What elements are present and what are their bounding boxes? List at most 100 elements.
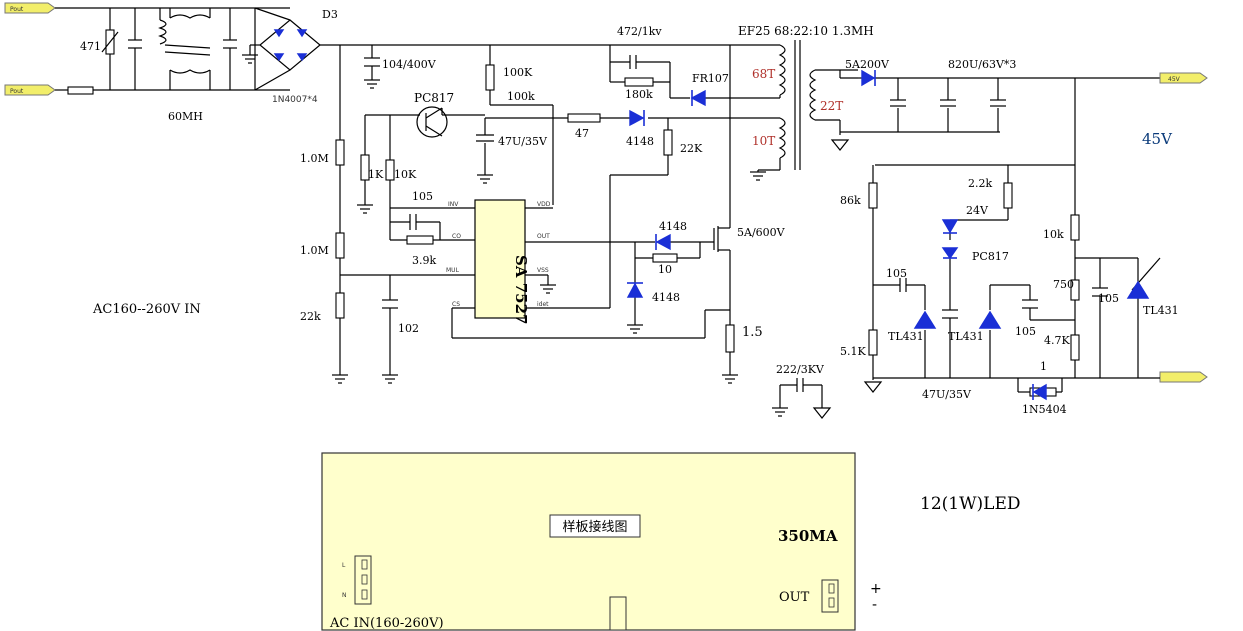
pc817-a-label: PC817 <box>414 91 454 105</box>
diode-4148-c-icon <box>626 282 644 298</box>
transformer-label: EF25 68:22:10 1.3MH <box>738 24 874 38</box>
transformer <box>729 40 840 170</box>
diode-fr107-icon <box>690 89 706 107</box>
mosfet-label: 5A/600V <box>737 226 786 239</box>
output-terminal-neg <box>1159 371 1208 383</box>
board-ac-in-label: AC IN(160-260V) <box>329 616 444 631</box>
r10k-b-label: 10k <box>1043 228 1064 241</box>
r180k-label: 180k <box>625 88 653 101</box>
snubber-network <box>609 45 730 99</box>
r47-label: 47 <box>575 127 589 140</box>
aux-supply <box>484 117 781 308</box>
r4-7k-label: 4.7K <box>1044 334 1070 347</box>
pin-mul: MUL <box>446 267 460 274</box>
r1-5-label: 1.5 <box>742 325 763 340</box>
r1m-b-label: 1.0M <box>300 244 329 257</box>
tl431-c-label: TL431 <box>1143 304 1179 317</box>
varistor-471-label: 471 <box>80 40 101 53</box>
resistor-1m-a <box>335 139 345 166</box>
resistor-47 <box>567 113 601 123</box>
ground-icon <box>772 407 788 417</box>
resistor-4-7k <box>1070 334 1080 361</box>
r1k-label: 1K <box>368 168 384 181</box>
resistor-10k <box>385 159 395 181</box>
board-plus: + <box>870 581 882 597</box>
fr107-label: FR107 <box>692 72 729 85</box>
bridge-rectifier <box>242 7 340 91</box>
v45-label: 45V <box>1142 130 1173 148</box>
ic-left-wiring <box>340 115 705 375</box>
snubber-cap-label: 472/1kv <box>617 25 662 38</box>
cap-104-label: 104/400V <box>382 58 437 71</box>
pc817-led-icon <box>941 247 959 260</box>
d4148-a-label: 4148 <box>626 135 654 148</box>
d4148-c-label: 4148 <box>652 291 680 304</box>
ground-icon <box>477 174 493 184</box>
ground-icon <box>830 139 850 151</box>
r22k-label: 22K <box>680 142 703 155</box>
pc817-transistor <box>365 106 485 138</box>
r1-label: 1 <box>1040 360 1047 373</box>
input-terminal-2-label: Pout <box>10 88 24 95</box>
resistor-100k <box>485 64 495 91</box>
zener-24v-icon <box>941 219 959 234</box>
r100k-label: 100K <box>503 66 533 79</box>
board-outline <box>321 452 856 631</box>
resistor-1-5 <box>725 324 735 353</box>
bridge-diode-icon <box>273 53 285 62</box>
ground-icon <box>242 45 258 64</box>
board-title: 样板接线图 <box>562 519 627 535</box>
bridge-diode-icon <box>296 53 308 62</box>
c105-a-label: 105 <box>412 190 433 203</box>
d5a200v-label: 5A200V <box>845 58 890 71</box>
r5-1k-label: 5.1K <box>840 345 866 358</box>
pc817-b-label: PC817 <box>972 250 1009 263</box>
c105-b-label: 105 <box>886 267 907 280</box>
pin-zcd: idet <box>537 301 549 308</box>
ic-sa7527 <box>474 199 526 319</box>
ground-icon <box>382 374 398 384</box>
resistor-3-9k <box>406 235 434 245</box>
diode-1n5404-icon <box>1032 383 1047 401</box>
ac-pin-l: L <box>342 562 346 569</box>
c105-c-label: 105 <box>1015 325 1036 338</box>
cap-47u <box>476 134 494 142</box>
ground-icon <box>863 381 883 393</box>
hv-rail <box>339 44 730 375</box>
ground-icon <box>722 374 738 384</box>
ground-icon <box>812 407 832 419</box>
ac-in-connector <box>354 555 372 605</box>
resistor-180k <box>624 77 654 87</box>
r750-label: 750 <box>1053 278 1074 291</box>
c102-label: 102 <box>398 322 419 335</box>
resistor-22k-b <box>335 292 345 319</box>
pin-cs: CS <box>452 301 460 308</box>
winding-68t-label: 68T <box>752 67 775 81</box>
resistor-1m-b <box>335 232 345 259</box>
cap-47u-a-label: 47U/35V <box>498 135 548 148</box>
tl431-a-icon <box>913 310 937 329</box>
pin-out: OUT <box>537 233 550 240</box>
pin-inv: INV <box>448 201 459 208</box>
ground-icon <box>540 284 556 294</box>
r10-label: 10 <box>658 263 672 276</box>
ground-icon <box>357 204 373 214</box>
pin-vdd: VDD <box>537 201 551 208</box>
board-minus: - <box>872 597 877 613</box>
z24v-label: 24V <box>966 204 989 217</box>
input-terminals: Pout Pout <box>4 2 56 96</box>
cap-222-label: 222/3KV <box>776 363 825 376</box>
r100k-b-label: 100k <box>507 90 535 103</box>
output-rail <box>839 69 1160 215</box>
board-out-label: OUT <box>779 590 810 605</box>
r3-9k-label: 3.9k <box>412 254 436 267</box>
resistor-10 <box>652 253 678 263</box>
ac-in-label: AC160--260V IN <box>92 302 201 317</box>
tl431-b-icon <box>978 310 1002 329</box>
cap-47u-b-label: 47U/35V <box>922 388 972 401</box>
tl431-a-label: TL431 <box>888 330 924 343</box>
diode-5a200v-icon <box>861 69 876 87</box>
pin-co: CO <box>452 233 461 240</box>
common-mode-choke <box>158 8 211 90</box>
diode-4148-icon <box>629 109 645 127</box>
